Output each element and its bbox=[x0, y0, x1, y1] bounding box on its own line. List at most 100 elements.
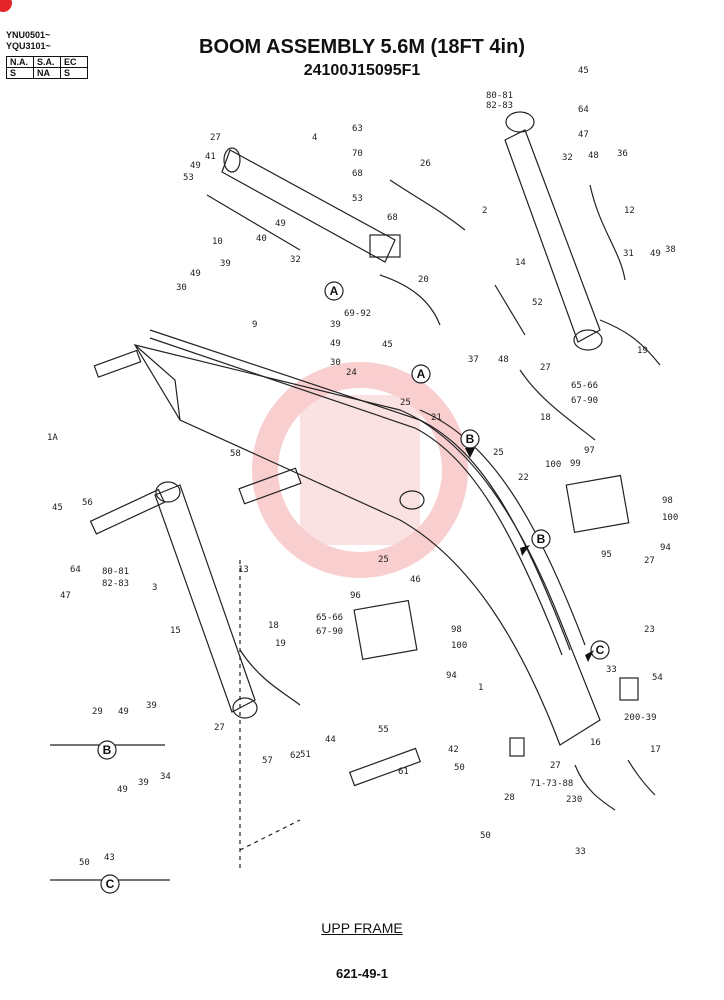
detail-marker: C bbox=[590, 640, 610, 660]
part-callout: 1A bbox=[47, 433, 58, 443]
part-callout: 40 bbox=[256, 234, 267, 244]
part-callout: 94 bbox=[446, 671, 457, 681]
part-callout: 38 bbox=[665, 245, 676, 255]
part-callout: 230 bbox=[566, 795, 582, 805]
part-callout: 9 bbox=[252, 320, 257, 330]
part-callout: 49 bbox=[650, 249, 661, 259]
part-callout: 23 bbox=[644, 625, 655, 635]
page-number: 621-49-1 bbox=[335, 966, 389, 981]
part-callout: 4 bbox=[312, 133, 317, 143]
part-callout: 42 bbox=[448, 745, 459, 755]
assembly-part-number: 24100J15095F1 bbox=[303, 62, 421, 79]
hydraulic-hose bbox=[239, 649, 301, 706]
part-callout: 18 bbox=[540, 413, 551, 423]
part-callout: 49 bbox=[190, 161, 201, 171]
boom-cylinder-upper bbox=[221, 147, 401, 263]
part-callout: 37 bbox=[468, 355, 479, 365]
arrow-icon bbox=[465, 448, 475, 458]
part-callout: 27 bbox=[644, 556, 655, 566]
part-callout: 100 bbox=[662, 513, 678, 523]
upper-frame-label: UPP FRAME bbox=[321, 920, 403, 936]
part-callout: 69-92 bbox=[344, 309, 371, 319]
part-callout: 30 bbox=[330, 358, 341, 368]
part-callout: 27 bbox=[550, 761, 561, 771]
model-code: YQU3101~ bbox=[6, 41, 51, 51]
part-callout: 62 bbox=[290, 751, 301, 761]
part-callout: 25 bbox=[400, 398, 411, 408]
part-callout: 13 bbox=[238, 565, 249, 575]
part-callout: 97 bbox=[584, 446, 595, 456]
part-callout: 100 bbox=[451, 641, 467, 651]
hydraulic-hose bbox=[206, 194, 301, 251]
part-callout: 48 bbox=[498, 355, 509, 365]
hydraulic-hose bbox=[389, 179, 466, 231]
part-callout: 99 bbox=[570, 459, 581, 469]
detail-marker: A bbox=[324, 281, 344, 301]
part-callout: 95 bbox=[601, 550, 612, 560]
part-callout: 64 bbox=[578, 105, 589, 115]
hydraulic-hose bbox=[627, 759, 656, 796]
pin bbox=[238, 467, 302, 505]
valve-block bbox=[353, 599, 418, 661]
part-callout: 58 bbox=[230, 449, 241, 459]
detail-marker: B bbox=[460, 429, 480, 449]
upper-frame-outline bbox=[239, 560, 301, 870]
part-callout: 52 bbox=[532, 298, 543, 308]
part-callout: 70 bbox=[352, 149, 363, 159]
part-callout: 49 bbox=[275, 219, 286, 229]
part-callout: 57 bbox=[262, 756, 273, 766]
applicability-cell: S bbox=[60, 67, 88, 79]
part-callout: 28 bbox=[504, 793, 515, 803]
part-callout: 200-39 bbox=[624, 713, 657, 723]
part-callout: 16 bbox=[590, 738, 601, 748]
part-callout: 25 bbox=[378, 555, 389, 565]
arrow-icon bbox=[520, 545, 530, 556]
detail-marker: A bbox=[411, 364, 431, 384]
part-callout: 32 bbox=[562, 153, 573, 163]
boom-side-edge bbox=[134, 344, 181, 421]
arrow-icon bbox=[585, 650, 594, 662]
part-callout: 82-83 bbox=[102, 579, 129, 589]
bushing bbox=[619, 677, 639, 701]
part-callout: 39 bbox=[146, 701, 157, 711]
part-callout: 33 bbox=[575, 847, 586, 857]
part-callout: 71-73-88 bbox=[530, 779, 573, 789]
part-callout: 50 bbox=[454, 763, 465, 773]
detail-marker: C bbox=[100, 874, 120, 894]
svg-text:C: C bbox=[596, 643, 605, 657]
part-callout: 1 bbox=[478, 683, 483, 693]
part-callout: 26 bbox=[420, 159, 431, 169]
pin bbox=[93, 349, 142, 378]
pin bbox=[89, 488, 166, 535]
part-callout: 54 bbox=[652, 673, 663, 683]
part-callout: 43 bbox=[104, 853, 115, 863]
part-callout: 41 bbox=[205, 152, 216, 162]
part-callout: 15 bbox=[170, 626, 181, 636]
part-callout: 20 bbox=[418, 275, 429, 285]
part-callout: 39 bbox=[330, 320, 341, 330]
part-callout: 27 bbox=[214, 723, 225, 733]
svg-text:B: B bbox=[466, 432, 475, 446]
part-callout: 67-90 bbox=[571, 396, 598, 406]
hydraulic-hose bbox=[494, 284, 526, 336]
part-callout: 30 bbox=[176, 283, 187, 293]
part-callout: 17 bbox=[650, 745, 661, 755]
pin bbox=[348, 747, 422, 787]
part-callout: 61 bbox=[398, 767, 409, 777]
part-callout: 46 bbox=[410, 575, 421, 585]
part-callout: 27 bbox=[540, 363, 551, 373]
part-callout: 29 bbox=[92, 707, 103, 717]
applicability-header-row: N.A. S.A. EC bbox=[6, 56, 88, 68]
part-callout: 80-81 bbox=[102, 567, 129, 577]
part-callout: 100 bbox=[545, 460, 561, 470]
part-callout: 24 bbox=[346, 368, 357, 378]
svg-text:B: B bbox=[537, 532, 546, 546]
part-callout: 34 bbox=[160, 772, 171, 782]
hydraulic-hose bbox=[574, 764, 616, 811]
part-callout: 50 bbox=[79, 858, 90, 868]
applicability-table: N.A. S.A. EC S NA S bbox=[6, 56, 88, 79]
part-callout: 65-66 bbox=[571, 381, 598, 391]
part-callout: 80-81 bbox=[486, 91, 513, 101]
part-callout: 47 bbox=[578, 130, 589, 140]
